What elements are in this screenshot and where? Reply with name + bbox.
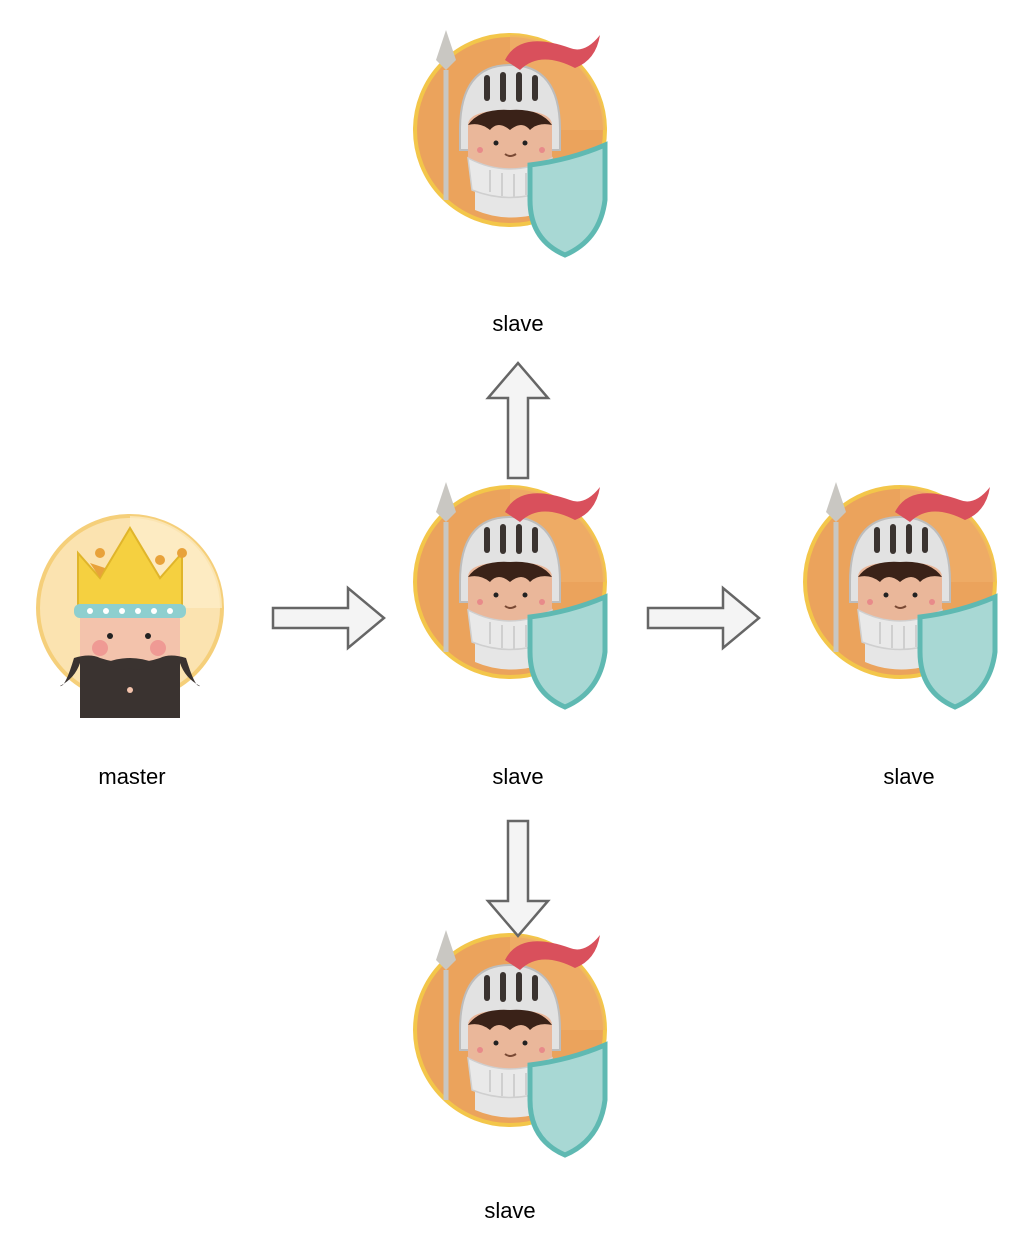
knight-icon bbox=[410, 930, 610, 1200]
label-slave-bottom: slave bbox=[484, 1198, 536, 1223]
knight-icon bbox=[410, 482, 610, 752]
node-slave-top bbox=[410, 30, 610, 270]
label-master: master bbox=[98, 764, 166, 789]
node-slave-center bbox=[410, 482, 610, 722]
node-master bbox=[30, 508, 230, 748]
node-slave-right bbox=[800, 482, 1000, 722]
king-icon bbox=[36, 514, 224, 720]
label-slave-right: slave bbox=[883, 764, 935, 789]
node-slave-bottom bbox=[410, 930, 610, 1170]
arrow-slave-center-to-slave-bottom bbox=[485, 819, 551, 938]
knight-icon bbox=[800, 482, 1000, 752]
label-slave-center: slave bbox=[492, 764, 544, 789]
arrow-master-to-slave-center bbox=[271, 585, 386, 651]
label-slave-top: slave bbox=[492, 311, 544, 336]
arrow-slave-center-to-slave-top bbox=[485, 361, 551, 480]
arrow-slave-center-to-slave-right bbox=[646, 585, 761, 651]
knight-icon bbox=[410, 30, 610, 300]
